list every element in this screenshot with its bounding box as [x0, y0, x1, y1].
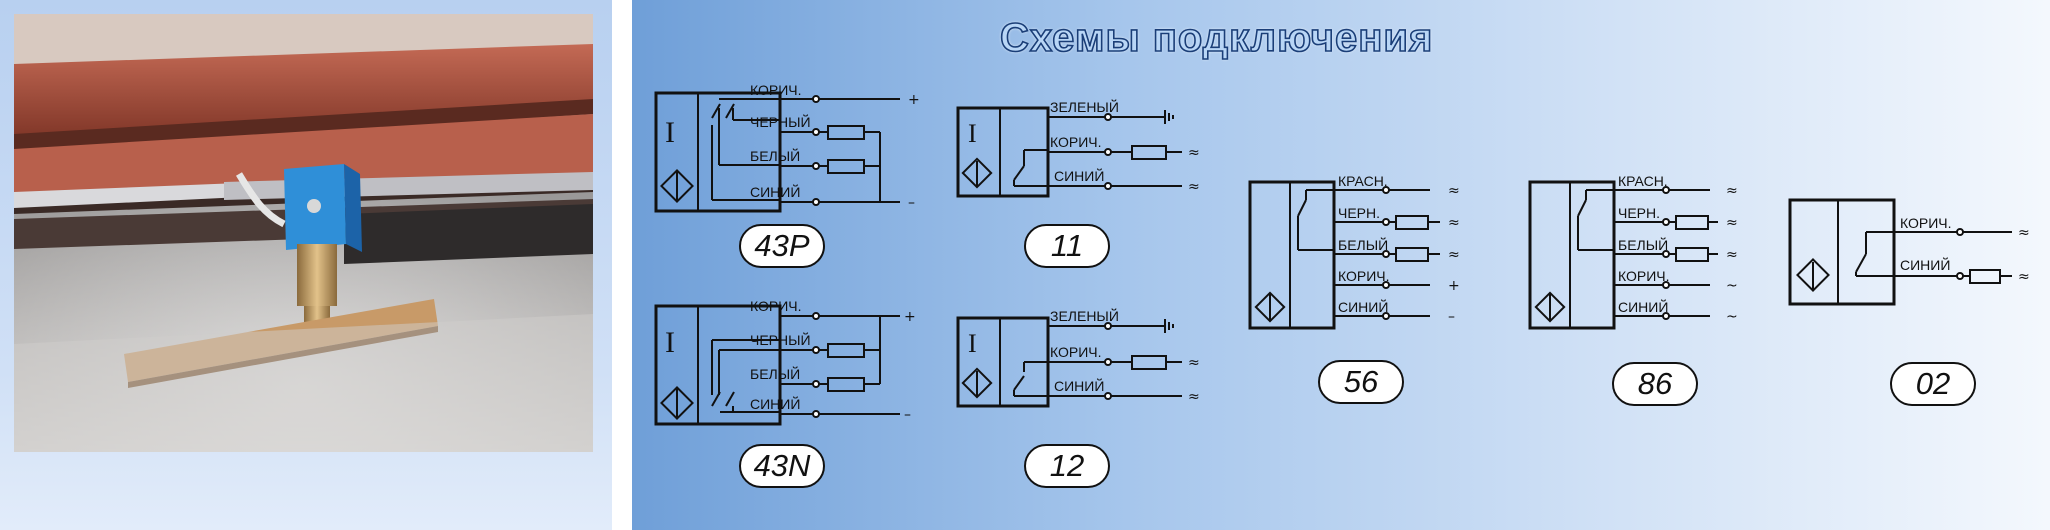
polarity-tilde: ~ [1726, 278, 1738, 294]
wire-label-white: БЕЛЫЙ [1338, 236, 1388, 253]
wire-label-brown: КОРИЧ. [1900, 215, 1952, 231]
diagram-12 [956, 316, 1182, 408]
wire-label-blue: СИНИЙ [1618, 298, 1668, 315]
diagram-code-badge: 43N [739, 444, 825, 488]
polarity-minus: – [1448, 309, 1455, 325]
polarity-ac: ≈ [1726, 247, 1738, 263]
wire-label-blue: СИНИЙ [750, 183, 800, 200]
wire-label-blue: СИНИЙ [750, 395, 800, 412]
wire-label-brown: КОРИЧ. [750, 298, 802, 314]
wire-label-brown: КОРИЧ. [1338, 268, 1390, 284]
diagram-code-badge: 02 [1890, 362, 1976, 406]
page-title: Схемы подключения [999, 15, 1434, 61]
polarity-ac: ≈ [1188, 179, 1200, 195]
polarity-ac: ≈ [1448, 215, 1460, 231]
diagram-86 [1528, 180, 1718, 330]
sensor-letter: I [968, 329, 977, 358]
wire-label-red: КРАСН. [1618, 173, 1668, 189]
polarity-ac: ≈ [1448, 183, 1460, 199]
wire-label-blue: СИНИЙ [1338, 298, 1388, 315]
diagram-11 [956, 106, 1182, 198]
wire-label-brown: КОРИЧ. [1050, 134, 1102, 150]
wire-label-white: БЕЛЫЙ [1618, 236, 1668, 253]
wire-label-brown: КОРИЧ. [750, 82, 802, 98]
polarity-ac: ≈ [1726, 183, 1738, 199]
polarity-ac: ≈ [1188, 355, 1200, 371]
polarity-minus: – [908, 195, 915, 211]
wire-label-black: ЧЕРН. [1618, 205, 1660, 221]
diagram-56 [1248, 180, 1440, 330]
wire-label-blue: СИНИЙ [1054, 377, 1104, 394]
polarity-ac: ≈ [2018, 269, 2030, 285]
polarity-minus: – [904, 407, 911, 423]
polarity-ac: ≈ [1726, 215, 1738, 231]
diagram-43p [654, 91, 900, 213]
polarity-ac: ≈ [1188, 145, 1200, 161]
polarity-plus: + [1448, 278, 1460, 294]
wire-label-brown: КОРИЧ. [1618, 268, 1670, 284]
wire-label-blue: СИНИЙ [1054, 167, 1104, 184]
wire-label-black: ЧЕРНЫЙ [750, 113, 811, 130]
wire-label-black: ЧЕРНЫЙ [750, 331, 811, 348]
sensor-installation-photo [14, 14, 593, 452]
wire-label-white: БЕЛЫЙ [750, 147, 800, 164]
polarity-plus: + [908, 92, 920, 108]
sensor-letter: I [665, 326, 675, 359]
sensor-letter: I [665, 116, 675, 149]
wire-label-blue: СИНИЙ [1900, 256, 1950, 273]
photo-frame [0, 0, 612, 530]
diagram-code-badge: 43P [739, 224, 825, 268]
polarity-plus: + [904, 309, 916, 325]
polarity-ac: ≈ [2018, 225, 2030, 241]
wire-label-red: КРАСН. [1338, 173, 1388, 189]
diagram-code-badge: 56 [1318, 360, 1404, 404]
sensor-letter: I [968, 119, 977, 148]
wire-label-green: ЗЕЛЕНЫЙ [1050, 307, 1119, 324]
diagram-code-badge: 11 [1024, 224, 1110, 268]
wire-label-white: БЕЛЫЙ [750, 365, 800, 382]
polarity-tilde: ~ [1726, 309, 1738, 325]
wire-label-green: ЗЕЛЕНЫЙ [1050, 98, 1119, 115]
diagram-code-badge: 12 [1024, 444, 1110, 488]
diagram-43n [654, 304, 900, 426]
wire-label-brown: КОРИЧ. [1050, 344, 1102, 360]
polarity-ac: ≈ [1188, 389, 1200, 405]
polarity-ac: ≈ [1448, 247, 1460, 263]
diagram-02 [1788, 198, 2012, 306]
wire-label-black: ЧЕРН. [1338, 205, 1380, 221]
diagram-code-badge: 86 [1612, 362, 1698, 406]
